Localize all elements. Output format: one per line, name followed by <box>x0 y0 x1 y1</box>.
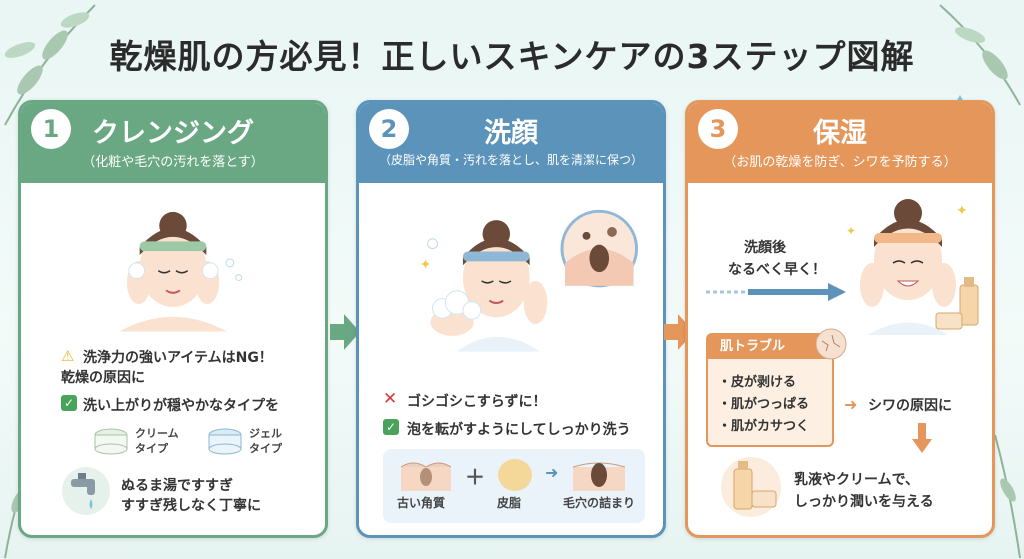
svg-text:✦: ✦ <box>956 203 968 219</box>
plus-icon: ＋ <box>465 465 485 489</box>
step3-advice-line1: 乳液やクリームで、 <box>794 472 920 488</box>
trouble-item: ・肌がカサつく <box>718 419 810 434</box>
svg-text:✦: ✦ <box>420 257 432 273</box>
svg-text:✦: ✦ <box>846 224 856 238</box>
step2-panel: 2 洗顔 （皮脂や角質・汚れを落とし、肌を清潔に保つ） ✦ ✕ ゴシゴシこすらず… <box>356 100 666 538</box>
step2-cross-text: ゴシゴシこすらずに！ <box>407 394 547 410</box>
faucet-icon <box>62 467 110 515</box>
gel-jar-icon <box>208 428 242 455</box>
cream-type-label-line1: クリーム <box>135 427 179 440</box>
arrow-down-icon <box>912 423 932 453</box>
step3-number: 3 <box>698 109 738 149</box>
step3-subtitle: （お肌の乾燥を防ぎ、シワを予防する） <box>723 155 957 170</box>
sebum-drop-icon <box>498 459 532 491</box>
leaf-decoration-bottom-right <box>994 434 1021 559</box>
cream-jar-icon <box>94 428 128 455</box>
sebum-label: 皮脂 <box>497 496 522 510</box>
step2-number: 2 <box>369 109 409 149</box>
step1-rinse-line2: すすぎ残しなく丁寧に <box>121 498 261 514</box>
page-title: 乾燥肌の方必見！正しいスキンケアの3ステップ図解 <box>109 37 915 76</box>
dry-skin-icon <box>815 328 847 360</box>
step2-title: 洗顔 <box>484 118 538 149</box>
old-skin-cells-icon <box>401 462 451 491</box>
clogged-pore-icon <box>573 462 625 491</box>
check-icon: ✓ <box>61 395 77 411</box>
step1-rinse-line1: ぬるま湯ですすぎ <box>121 478 233 494</box>
skin-trouble-box: 肌トラブル ・皮が剥ける ・肌がつっぱる ・肌がカサつく <box>706 333 834 447</box>
step1-header: 1 クレンジング （化粧や毛穴の汚れを落とす） <box>21 103 325 183</box>
step1-subtitle: （化粧や毛穴の汚れを落とす） <box>82 155 264 170</box>
face-moisturizing-illustration: ✦ ✦ <box>846 199 979 335</box>
trouble-item: ・皮が剥ける <box>718 375 797 390</box>
step1-title: クレンジング <box>92 118 254 149</box>
old-skin-cells-label: 古い角質 <box>397 496 446 510</box>
leaf-decoration-top-right <box>939 4 1021 106</box>
step3-timing-line2: なるべく早く！ <box>728 262 826 278</box>
arrow-right-icon: ➜ <box>844 395 858 414</box>
warning-icon: ⚠ <box>61 347 75 365</box>
step1-panel: 1 クレンジング （化粧や毛穴の汚れを落とす） ⚠ 洗浄力の強いアイテムはNG！… <box>18 100 328 538</box>
clogged-pore-label: 毛穴の詰まり <box>563 496 636 510</box>
step3-panel: 3 保湿 （お肌の乾燥を防ぎ、シワを予防する） 洗顔後 なるべく早く！ ✦ ✦ … <box>685 100 995 538</box>
arrow-right-icon: ➜ <box>545 463 559 482</box>
check-icon: ✓ <box>383 419 399 435</box>
step1-warning-line2: 乾燥の原因に <box>61 370 145 386</box>
face-washing-illustration: ✦ <box>420 209 638 352</box>
skin-trouble-title: 肌トラブル <box>708 335 832 359</box>
step3-wrinkle-text: シワの原因に <box>868 398 952 414</box>
trouble-item: ・肌がつっぱる <box>718 397 810 412</box>
step1-number: 1 <box>31 109 71 149</box>
gel-type-label-line1: ジェル <box>249 427 282 440</box>
step3-header: 3 保湿 （お肌の乾燥を防ぎ、シワを予防する） <box>688 103 992 183</box>
dashed-arrow-icon <box>706 283 846 301</box>
step3-title: 保湿 <box>813 118 867 149</box>
leaf-decoration-top-left <box>4 4 96 126</box>
step2-subtitle: （皮脂や角質・汚れを落とし、肌を清潔に保つ） <box>378 153 643 167</box>
step1-check-text: 洗い上がりが穏やかなタイプを <box>83 398 279 414</box>
step-arrow-1-to-2 <box>330 314 360 350</box>
step1-warning-line1: 洗浄力の強いアイテムはNG！ <box>83 350 273 366</box>
gel-type-label-line2: タイプ <box>249 442 282 455</box>
step2-header: 2 洗顔 （皮脂や角質・汚れを落とし、肌を清潔に保つ） <box>359 103 663 183</box>
skincare-bottles-icon <box>721 457 781 517</box>
step3-timing-line1: 洗顔後 <box>744 240 786 256</box>
step3-advice-line2: しっかり潤いを与える <box>794 494 934 510</box>
cross-icon: ✕ <box>383 389 398 409</box>
step2-check-text: 泡を転がすようにしてしっかり洗う <box>407 422 631 438</box>
face-cleansing-illustration <box>119 211 243 332</box>
cream-type-label-line2: タイプ <box>135 442 168 455</box>
